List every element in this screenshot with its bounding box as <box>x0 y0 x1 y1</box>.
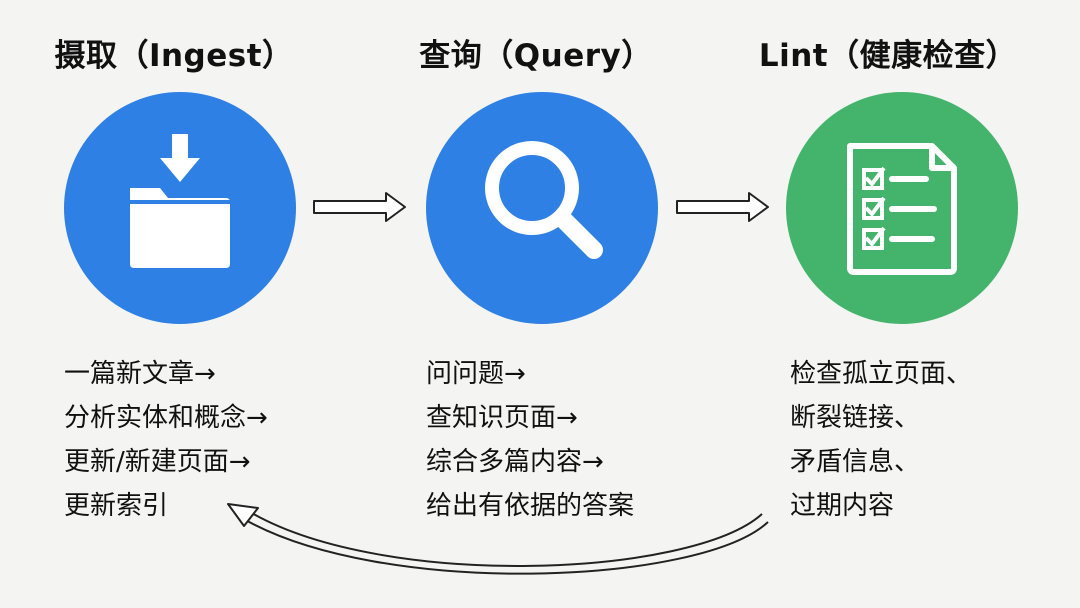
description-line: 检查孤立页面、 <box>790 359 973 389</box>
description-line: 更新索引 <box>64 491 169 521</box>
ingest-circle <box>64 92 296 324</box>
stage-description-query: 问问题→ 查知识页面→ 综合多篇内容→ 给出有依据的答案 <box>426 352 716 528</box>
hollow-arrow-right-icon <box>676 192 769 222</box>
description-line: 过期内容 <box>790 491 895 521</box>
hollow-arrow-right-icon <box>313 192 406 222</box>
description-line: 问问题→ <box>426 359 526 389</box>
description-line: 综合多篇内容→ <box>426 447 604 477</box>
folder-download-icon <box>130 134 230 268</box>
stage-title-ingest: 摄取（Ingest） <box>54 38 294 74</box>
stage-title-lint: Lint（健康检查） <box>758 38 1018 74</box>
stage-description-lint: 检查孤立页面、 断裂链接、 矛盾信息、 过期内容 <box>790 352 1080 528</box>
description-line: 分析实体和概念→ <box>64 403 268 433</box>
description-line: 一篇新文章→ <box>64 359 216 389</box>
checklist-document-icon <box>847 143 957 275</box>
description-line: 给出有依据的答案 <box>426 491 635 521</box>
magnifier-icon <box>485 141 603 259</box>
stage-title-query: 查询（Query） <box>419 38 653 74</box>
stage-description-ingest: 一篇新文章→ 分析实体和概念→ 更新/新建页面→ 更新索引 <box>64 352 354 528</box>
description-line: 更新/新建页面→ <box>64 447 251 477</box>
query-circle <box>426 92 658 324</box>
description-line: 矛盾信息、 <box>790 447 921 477</box>
description-line: 断裂链接、 <box>790 403 921 433</box>
lint-circle <box>786 92 1018 324</box>
description-line: 查知识页面→ <box>426 403 578 433</box>
